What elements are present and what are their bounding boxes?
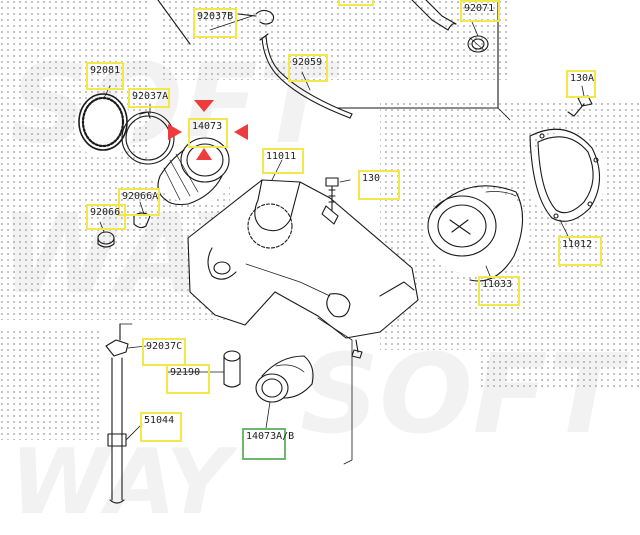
grommet-92066 [97,231,115,248]
boot-14073AB [255,355,314,403]
callout-11012[interactable]: 11012 [558,236,602,266]
callout-14073AB[interactable]: 14073A/B [242,428,294,460]
clip-92037B [237,9,275,25]
callout-130A[interactable]: 130A [566,70,596,98]
callout-92066[interactable]: 92066 [86,204,126,230]
tube-92059 [259,33,353,119]
clip-92066A [133,212,151,229]
bolt-130 [325,177,339,211]
tube-51044 [107,357,127,504]
callout-130[interactable]: 130 [358,170,400,200]
callout-92081[interactable]: 92081 [86,62,124,90]
callout-92066A[interactable]: 92066A [118,188,160,216]
callout-11011[interactable]: 11011 [262,148,304,174]
callout-92037C[interactable]: 92037C [142,338,186,366]
exploded-view-drawing [0,0,640,504]
marker-triangle [168,124,182,140]
duct-14073 [157,137,230,206]
callout-51044[interactable]: 51044 [140,412,182,442]
clamp-92037C [105,323,129,357]
callout-14073[interactable]: 14073 [188,118,228,148]
filter-11033 [427,185,524,282]
callout-92059[interactable]: 92059 [288,54,328,82]
callout-92037B[interactable]: 92037B [193,8,237,38]
frame-line [497,107,511,121]
callout-top-partial[interactable] [338,0,374,6]
marker-triangle [196,148,212,160]
red-markers [168,100,248,160]
housing-11011 [187,179,419,359]
marker-triangle [234,124,248,140]
collar-92190 [223,350,241,388]
callout-92071[interactable]: 92071 [460,0,500,22]
callout-92190[interactable]: 92190 [166,364,210,394]
callout-11033[interactable]: 11033 [478,276,520,306]
marker-triangle [194,100,214,112]
frame-line [157,0,191,45]
gasket-11012 [529,128,601,222]
callout-92037A[interactable]: 92037A [128,88,170,108]
